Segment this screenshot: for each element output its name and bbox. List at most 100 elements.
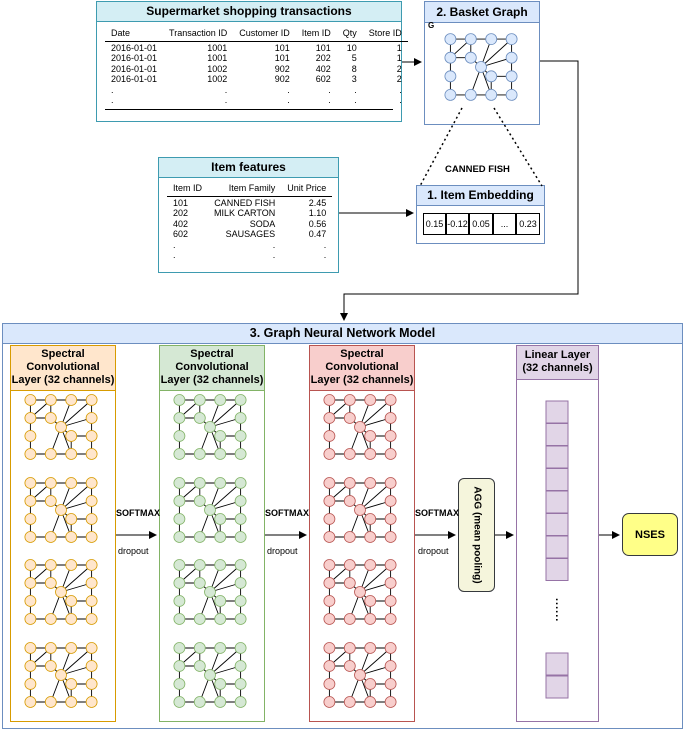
graph-node: [55, 504, 67, 516]
table-cell: 1001: [207, 53, 228, 63]
graph-node: [173, 577, 186, 589]
graph-node: [24, 577, 37, 589]
spectral-layer-3: Spectral Convolutional Layer (32 channel…: [309, 345, 415, 722]
graph-node: [323, 678, 336, 690]
graph-node: [85, 678, 98, 690]
graph-node: [55, 586, 67, 598]
graph-node: [193, 613, 206, 625]
transactions-table: Date Transaction ID Customer ID Item ID …: [105, 28, 408, 106]
graph-node: [204, 586, 216, 598]
graph-node: [173, 595, 186, 607]
table-cell: 1001: [207, 42, 228, 53]
table-row: ...: [167, 250, 332, 261]
graph-node: [173, 394, 186, 406]
graph-node: [24, 477, 37, 489]
graph-node: [85, 412, 98, 424]
table-row: ......: [105, 95, 408, 106]
graph-node: [173, 531, 186, 543]
layer-1-graph-icon: [24, 559, 98, 625]
graph-node: [384, 412, 397, 424]
graph-node: [193, 477, 206, 489]
table-cell: 101: [315, 42, 331, 53]
graph-node: [214, 642, 227, 654]
graph-node: [464, 51, 477, 64]
linear-neuron: [545, 490, 569, 514]
arrow-basket-to-gnn: [340, 60, 579, 321]
linear-neuron: [545, 652, 569, 676]
graph-node: [173, 430, 186, 442]
graph-node: [323, 642, 336, 654]
graph-node: [214, 678, 227, 690]
table-cell: 2016-01-01: [111, 53, 158, 63]
table-cell: .: [173, 250, 176, 260]
basket-graph-title: 2. Basket Graph: [425, 2, 539, 23]
graph-node: [193, 642, 206, 654]
graph-node: [204, 504, 216, 516]
embedding-vector: 0.15 -0.12 0.05 ... 0.23: [423, 213, 540, 235]
graph-node: [485, 70, 498, 83]
graph-node: [384, 394, 397, 406]
graph-node: [173, 642, 186, 654]
table-cell: CANNED FISH: [214, 197, 276, 208]
linear-neurons: [545, 400, 569, 699]
graph-node: [384, 642, 397, 654]
layer-title: Spectral: [190, 348, 234, 360]
graph-node: [234, 613, 247, 625]
graph-node: [234, 696, 247, 708]
basket-graph-icon: [444, 33, 518, 101]
graph-edge: [209, 482, 241, 511]
graph-edge: [209, 399, 241, 428]
graph-node: [364, 696, 377, 708]
layer-title: Convolutional: [26, 361, 100, 373]
layer-2-graph-icon: [173, 477, 247, 543]
graph-node: [44, 559, 57, 571]
graph-node: [204, 421, 216, 433]
graph-node: [65, 394, 78, 406]
graph-node: [323, 531, 336, 543]
table-cell: .: [224, 84, 228, 95]
table-cell: 2016-01-01: [111, 74, 158, 84]
graph-node: [44, 412, 57, 424]
linear-neuron: [545, 513, 569, 536]
graph-node: [85, 448, 98, 460]
graph-node: [193, 531, 206, 543]
table-cell: 3: [351, 74, 357, 84]
transactions-header-row: Date Transaction ID Customer ID Item ID …: [105, 28, 408, 39]
linear-title: Linear Layer: [524, 349, 591, 361]
graph-node: [354, 669, 366, 681]
table-cell: 1002: [207, 63, 228, 74]
graph-node: [323, 660, 336, 672]
table-cell: 2016-01-01: [111, 63, 158, 74]
table-cell: 101: [274, 42, 290, 53]
graph-node: [343, 394, 356, 406]
graph-node: [44, 448, 57, 460]
nses-output: NSES: [622, 513, 678, 556]
table-cell: 602: [173, 229, 189, 239]
layer-title: Layer (32 channels): [11, 374, 115, 386]
table-cell: .: [354, 95, 357, 105]
graph-node: [193, 495, 206, 507]
graph-node: [193, 448, 206, 460]
graph-edge: [60, 482, 92, 511]
graph-node: [65, 613, 78, 625]
layer-title: Layer (32 channels): [160, 374, 264, 386]
table-header: Item ID: [301, 28, 331, 38]
graph-node: [323, 394, 336, 406]
graph-node: [193, 559, 206, 571]
table-cell: MILK CARTON: [214, 208, 276, 218]
table-cell: .: [173, 239, 176, 250]
layer-title: Spectral: [41, 348, 85, 360]
table-cell: .: [328, 84, 331, 95]
graph-node: [323, 495, 336, 507]
table-header: Date: [111, 28, 131, 38]
graph-node: [24, 495, 37, 507]
table-cell: .: [111, 95, 114, 105]
graph-node: [44, 642, 57, 654]
graph-node: [364, 430, 377, 442]
table-header: Unit Price: [287, 183, 327, 193]
linear-neuron: [545, 535, 569, 559]
